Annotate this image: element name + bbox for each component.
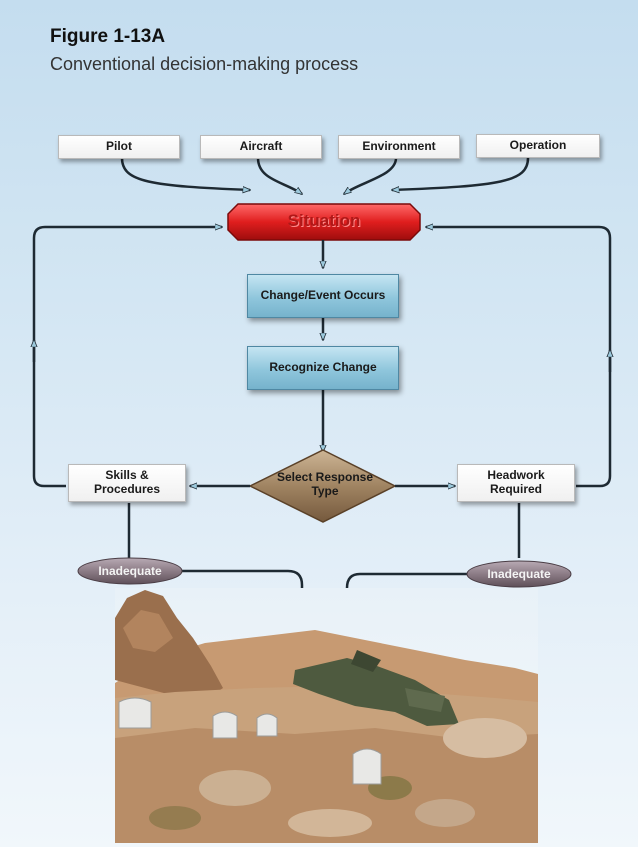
- decision-diamond: [248, 449, 397, 523]
- headstone-1: [118, 697, 152, 729]
- inadequate-right-label: Inadequate: [487, 567, 551, 581]
- left-feedback-loop: [32, 227, 222, 488]
- input-pilot: Pilot: [58, 135, 180, 159]
- decision-label: Select Response Type: [276, 470, 374, 498]
- crash-scene-illustration: [115, 588, 538, 843]
- headstone-2: [212, 711, 238, 739]
- situation-shape: [227, 203, 421, 241]
- inadequate-left-oval: [77, 557, 183, 585]
- inadequate-right-oval: [466, 560, 572, 588]
- headstone-4: [352, 748, 382, 785]
- arrow-aircraft-to-situation: [256, 157, 302, 194]
- change-event-box: Change/Event Occurs: [247, 274, 399, 318]
- arrow-inadequate-right-to-crash: [347, 572, 467, 634]
- aircraft-wreckage: [293, 658, 459, 726]
- headstone-3: [256, 713, 278, 737]
- situation-label: Situation: [287, 211, 361, 230]
- arrow-inadequate-left-to-crash: [182, 569, 302, 632]
- recognize-change-box: Recognize Change: [247, 346, 399, 390]
- headwork-required-box: Headwork Required: [457, 464, 575, 502]
- input-aircraft: Aircraft: [200, 135, 322, 159]
- figure-title: Figure 1-13A: [50, 26, 166, 47]
- right-feedback-loop: [426, 227, 612, 488]
- arrow-pilot-to-situation: [120, 157, 250, 190]
- arrow-environment-to-situation: [344, 157, 398, 194]
- arrow-operation-to-situation: [392, 157, 530, 190]
- inadequate-left-label: Inadequate: [98, 564, 162, 578]
- input-environment: Environment: [338, 135, 460, 159]
- figure-subtitle: Conventional decision-making process: [50, 54, 359, 74]
- skills-procedures-box: Skills & Procedures: [68, 464, 186, 502]
- input-operation: Operation: [476, 134, 600, 158]
